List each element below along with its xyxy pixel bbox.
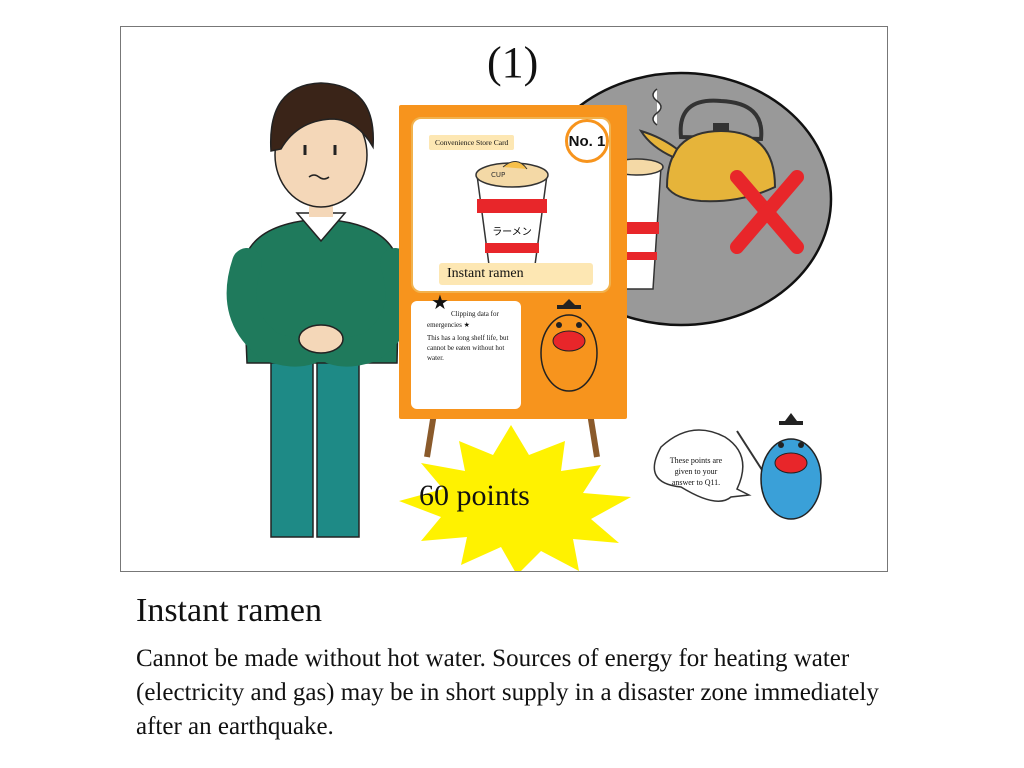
cup-lid-text: CUP <box>491 171 505 179</box>
red-cross-icon <box>730 170 804 254</box>
frame-number: (1) <box>487 38 539 87</box>
card-note-panel <box>411 301 521 409</box>
speech-bubble-text: These points are given to your answer to… <box>669 456 723 487</box>
caption-body: Cannot be made without hot water. Source… <box>136 645 879 740</box>
card-item-name: Instant ramen <box>439 263 593 285</box>
star-icon: ★ <box>431 292 449 314</box>
orange-mascot <box>540 299 598 392</box>
speech-bubble <box>653 429 752 502</box>
steam-icon <box>652 88 662 126</box>
caption-title: Instant ramen <box>136 592 322 629</box>
blue-mascot <box>736 413 822 520</box>
clip-label-line2: emergencies ★ <box>427 321 470 329</box>
cup-text: ラーメン <box>492 226 532 238</box>
boy-figure <box>226 82 416 538</box>
card-description: This has a long shelf life, but cannot b… <box>427 334 509 362</box>
card-number-badge: No. 1 <box>565 119 609 163</box>
points-burst <box>399 425 631 571</box>
illustration-frame: ラーメン CUP Convenience Store Card No. 1 In… <box>120 26 888 572</box>
points-label: 60 points <box>419 479 530 512</box>
card-type-label: Convenience Store Card <box>429 135 515 150</box>
clip-label-line1: Clipping data for <box>451 310 499 318</box>
